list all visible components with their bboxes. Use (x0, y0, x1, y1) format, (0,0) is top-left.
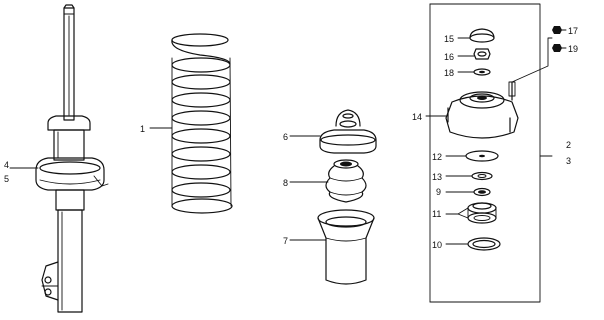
rod-tip (63, 4, 75, 9)
nut-16 (473, 48, 491, 60)
washer-13 (471, 171, 493, 181)
upper-spring-seat (319, 109, 377, 154)
callout-6: 6 (283, 132, 288, 142)
strut-upper-cap (47, 115, 91, 131)
callout-5: 5 (4, 174, 9, 184)
leader-lines (9, 29, 567, 245)
nut-leader (511, 37, 553, 83)
callout-19: 19 (568, 44, 578, 54)
callout-17: 17 (568, 26, 578, 36)
callout-16: 16 (444, 52, 454, 62)
cap-15 (469, 33, 495, 43)
callout-14: 14 (412, 112, 422, 122)
bump-stop (325, 159, 367, 203)
strut-lower-tube (57, 209, 83, 313)
callout-7: 7 (283, 236, 288, 246)
mount-14 (445, 81, 519, 139)
callout-12: 12 (432, 152, 442, 162)
strut-bracket (41, 261, 59, 301)
spring-seat (35, 157, 105, 191)
callout-labels: 1 2 3 4 5 6 7 8 9 10 11 12 13 14 15 16 1… (4, 26, 578, 250)
strut-collar (55, 189, 85, 211)
callout-15: 15 (444, 34, 454, 44)
dust-boot (317, 209, 375, 285)
callout-11: 11 (432, 209, 441, 219)
piston-rod (63, 7, 75, 121)
coil-spring (171, 33, 233, 214)
callout-3: 3 (566, 156, 571, 166)
callout-1: 1 (140, 124, 145, 134)
bearing-11 (467, 202, 497, 224)
nut-17 (552, 26, 562, 34)
callout-18: 18 (444, 68, 454, 78)
callout-8: 8 (283, 178, 288, 188)
nut-19 (552, 44, 562, 52)
bracket-lines (429, 3, 553, 303)
callout-13: 13 (432, 172, 442, 182)
callout-10: 10 (432, 240, 442, 250)
group-bracket-right (429, 3, 541, 303)
callout-9: 9 (436, 187, 441, 197)
callout-4: 4 (4, 160, 9, 170)
callout-2: 2 (566, 140, 571, 150)
strut-upper-body (53, 129, 85, 161)
strut-assembly (35, 4, 109, 313)
